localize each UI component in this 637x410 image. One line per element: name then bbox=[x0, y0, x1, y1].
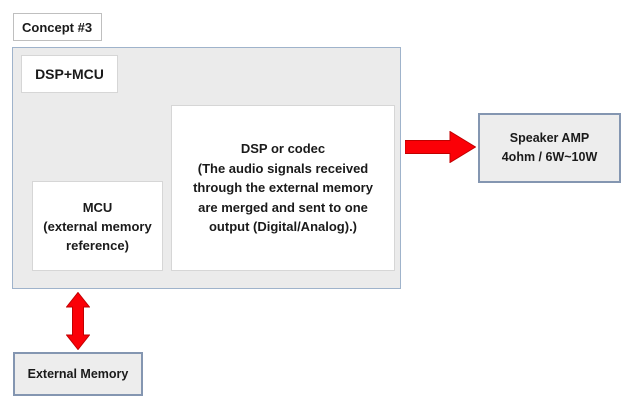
dsp-codec-text: DSP or codec (The audio signals received… bbox=[193, 141, 373, 235]
mcu-box: MCU (external memory reference) bbox=[32, 181, 163, 271]
dsp-mcu-label: DSP+MCU bbox=[35, 66, 104, 82]
vertical-double-arrow-shape bbox=[66, 292, 90, 350]
right-arrow-shape bbox=[405, 131, 476, 163]
external-memory-text: External Memory bbox=[27, 367, 129, 381]
dsp-codec-box: DSP or codec (The audio signals received… bbox=[171, 105, 395, 271]
concept-label: Concept #3 bbox=[22, 19, 93, 35]
right-arrow-icon bbox=[405, 131, 476, 163]
dsp-mcu-label-box: DSP+MCU bbox=[21, 55, 118, 93]
vertical-double-arrow-icon bbox=[66, 292, 90, 350]
speaker-amp-box: Speaker AMP 4ohm / 6W~10W bbox=[478, 113, 621, 183]
concept-label-box: Concept #3 bbox=[13, 13, 102, 41]
external-memory-box: External Memory bbox=[13, 352, 143, 396]
speaker-amp-text: Speaker AMP 4ohm / 6W~10W bbox=[501, 131, 598, 164]
mcu-text: MCU (external memory reference) bbox=[43, 199, 152, 253]
